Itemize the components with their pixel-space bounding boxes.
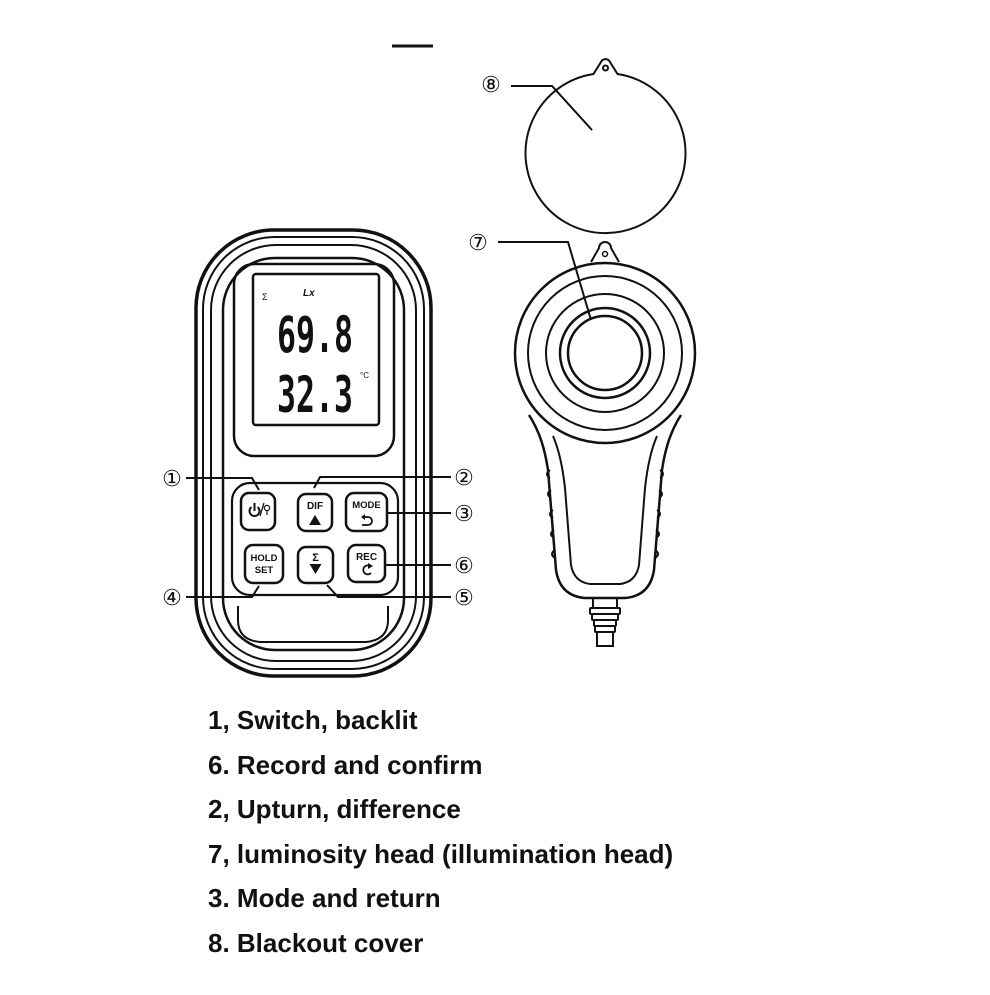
- callout-7-label: ⑦: [468, 230, 488, 255]
- legend-item: 3. Mode and return: [208, 883, 441, 914]
- dif-up-button[interactable]: DIF: [296, 492, 334, 533]
- sigma-down-button[interactable]: Σ: [296, 545, 335, 585]
- callout-4: ④: [162, 585, 182, 610]
- mode-button-label: MODE: [352, 500, 381, 511]
- dif-button-label: DIF: [307, 501, 323, 512]
- callout-1-label: ①: [162, 466, 182, 491]
- callout-3-label: ③: [454, 501, 474, 526]
- redo-arrow-icon: [362, 563, 373, 576]
- screen-bezel: [232, 262, 396, 458]
- callout-5-label: ⑤: [454, 585, 474, 610]
- legend-item: 2, Upturn, difference: [208, 794, 461, 825]
- leader-line-1: [186, 477, 260, 491]
- down-arrow-icon: [309, 564, 322, 574]
- return-arrow-icon: [361, 514, 373, 526]
- head-tab-hole: [601, 250, 609, 258]
- leader-line-7: [498, 241, 592, 321]
- lcd-sigma: Σ: [262, 292, 268, 302]
- sigma-button-label: Σ: [312, 552, 319, 564]
- callout-5: ⑤: [454, 585, 474, 610]
- callout-2: ②: [454, 465, 474, 490]
- up-arrow-icon: [309, 515, 321, 525]
- hold-button-label: HOLD: [251, 553, 278, 564]
- callout-6-label: ⑥: [454, 553, 474, 578]
- cover-tab-hole: [602, 64, 609, 72]
- meter-shell-inner-1: [202, 236, 425, 670]
- callout-6: ⑥: [454, 553, 474, 578]
- meter-outer-shell: [194, 228, 433, 678]
- power-backlight-icon: [248, 502, 271, 517]
- lcd-unit-lux: Lx: [303, 288, 315, 299]
- callout-8: ⑧: [481, 72, 501, 97]
- legend-item: 6. Record and confirm: [208, 749, 483, 780]
- legend-list: 1, Switch, backlit 6. Record and confirm…: [208, 698, 673, 966]
- callout-4-label: ④: [162, 585, 182, 610]
- lcd-temp-unit: °C: [360, 371, 369, 380]
- handle-outline: [527, 414, 683, 600]
- handle-inner: [552, 435, 658, 585]
- legend-item: 7, luminosity head (illumination head): [208, 838, 674, 869]
- meter-face: [221, 256, 406, 652]
- set-button-label: SET: [255, 565, 274, 576]
- rec-button-label: REC: [356, 552, 377, 563]
- hold-set-button[interactable]: HOLD SET: [243, 543, 285, 585]
- callout-3: ③: [454, 501, 474, 526]
- callout-1: ①: [162, 466, 182, 491]
- blackout-cover: [524, 58, 687, 235]
- callout-7: ⑦: [468, 230, 488, 255]
- leader-line-2: [313, 476, 451, 489]
- mode-return-button[interactable]: MODE: [344, 491, 389, 533]
- head-tab: [590, 241, 620, 263]
- lcd-main-reading: 69.8: [277, 306, 353, 364]
- meter-body: [194, 228, 433, 678]
- head-ring-3: [545, 293, 665, 413]
- meter-bottom-curve: [237, 606, 389, 643]
- head-outer-ring: [513, 261, 697, 445]
- head-sensor-window: [566, 314, 644, 392]
- legend-item: 1, Switch, backlit: [208, 705, 418, 735]
- leader-line-8: [511, 85, 593, 131]
- grip-ridges-left: [546, 469, 556, 559]
- leader-line-5: [326, 584, 451, 598]
- callout-2-label: ②: [454, 465, 474, 490]
- leader-line-4: [186, 585, 260, 598]
- rec-button[interactable]: REC: [346, 543, 387, 584]
- legend-item: 8. Blackout cover: [208, 927, 424, 958]
- cable-strain-relief: [589, 598, 621, 647]
- callout-lines: [186, 476, 451, 598]
- luminosity-head: [513, 241, 697, 647]
- lcd-temp-reading: 32.3: [277, 366, 353, 424]
- meter-shell-inner-2: [210, 244, 417, 662]
- lcd-screen: [251, 272, 381, 427]
- head-ring-2: [527, 275, 683, 431]
- head-sensor-rim: [558, 306, 652, 400]
- grip-ridges-right: [654, 469, 664, 559]
- power-button[interactable]: [239, 491, 277, 532]
- keypad-panel: [230, 481, 400, 597]
- cover-outline: [524, 58, 687, 235]
- callout-8-label: ⑧: [481, 72, 501, 97]
